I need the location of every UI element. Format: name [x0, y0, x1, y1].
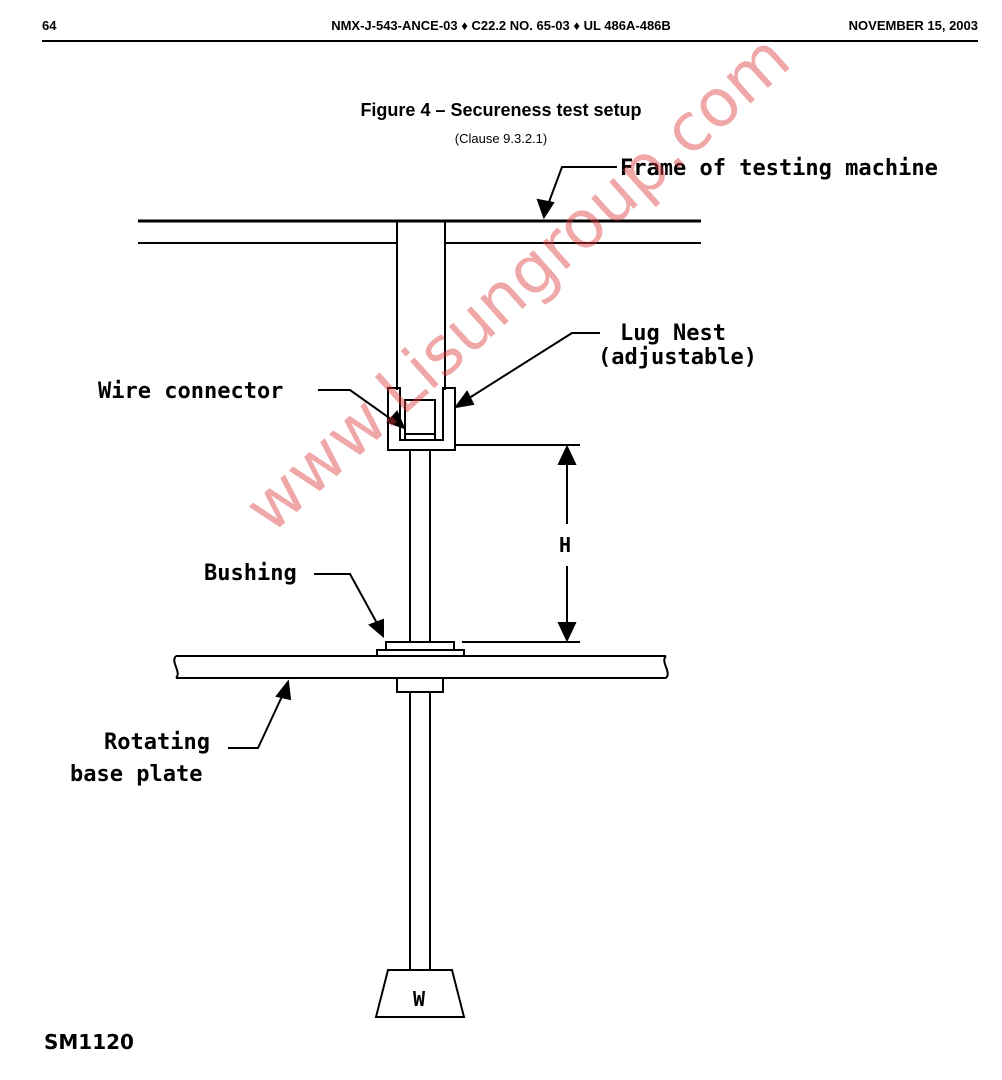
page-number: 64: [42, 18, 57, 33]
leader-bushing: [314, 573, 384, 639]
header-rule: [42, 40, 978, 42]
label-height: H: [559, 533, 571, 557]
frame-beam: [138, 219, 701, 244]
header-date: NOVEMBER 15, 2003: [848, 18, 978, 33]
height-dimension: [456, 444, 580, 643]
label-lug-nest-adjustable: (adjustable): [598, 345, 757, 370]
label-base-plate: base plate: [70, 762, 202, 787]
wire-shaft: [409, 450, 431, 970]
label-bushing: Bushing: [204, 561, 297, 586]
figure-title: Figure 4 – Secureness test setup: [360, 100, 642, 120]
label-weight: W: [413, 987, 426, 1011]
hanger: [396, 221, 446, 390]
label-wire-connector: Wire connector: [98, 379, 283, 404]
wire-connector: [404, 399, 436, 441]
standard-header: NMX-J-543-ANCE-03 ♦ C22.2 NO. 65-03 ♦ UL…: [331, 18, 671, 33]
label-rotating: Rotating: [104, 730, 210, 755]
bushing: [376, 641, 465, 657]
label-lug-nest: Lug Nest: [620, 321, 726, 346]
figure-clause: (Clause 9.3.2.1): [454, 131, 548, 146]
label-frame: Frame of testing machine: [620, 156, 938, 181]
weight: [374, 969, 466, 1018]
leader-wire-connector: [318, 389, 406, 430]
figure-code: SM1120: [44, 1030, 134, 1054]
leader-lug-nest: [453, 332, 600, 409]
leader-frame: [536, 166, 617, 220]
rotating-base-plate: [173, 655, 669, 693]
leader-base-plate: [228, 679, 292, 749]
